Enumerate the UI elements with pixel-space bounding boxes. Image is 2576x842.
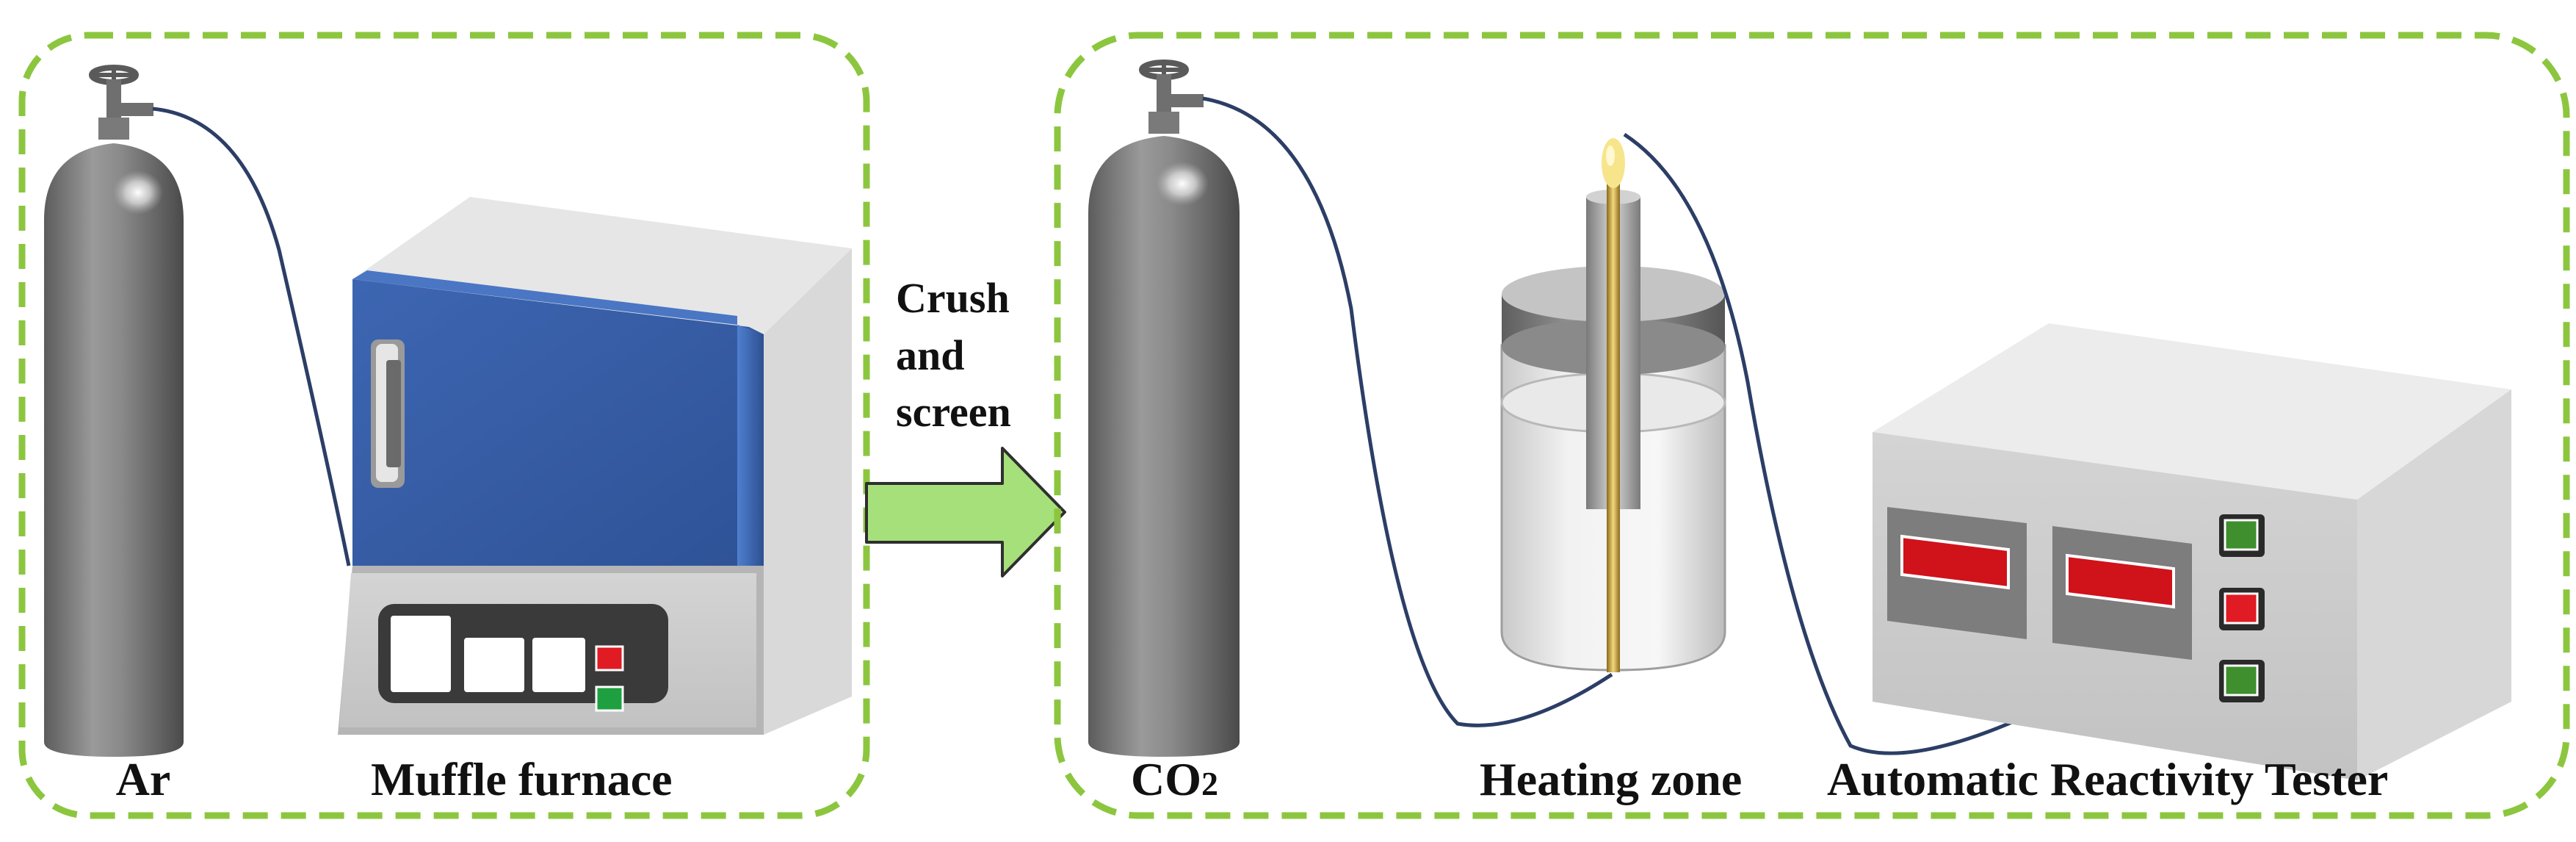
co2-gas-cylinder bbox=[1088, 60, 1240, 757]
process-arrow bbox=[865, 447, 1066, 577]
muffle-furnace bbox=[338, 197, 852, 735]
co2-label-subscript: 2 bbox=[1201, 765, 1218, 802]
tester-button-green-bottom bbox=[2219, 660, 2265, 702]
ar-label: Ar bbox=[116, 753, 171, 805]
right-panel-border bbox=[1054, 32, 2570, 819]
signal-cable bbox=[1623, 132, 2043, 755]
tester-display-1 bbox=[1887, 507, 2027, 639]
tester-button-green-top bbox=[2219, 514, 2265, 557]
tester-label: Automatic Reactivity Tester bbox=[1827, 753, 2388, 805]
muffle-furnace-label: Muffle furnace bbox=[371, 753, 673, 805]
co2-label-main: CO bbox=[1131, 753, 1201, 805]
heating-zone-label: Heating zone bbox=[1480, 753, 1742, 805]
automatic-reactivity-tester bbox=[1873, 323, 2511, 780]
furnace-control-panel bbox=[378, 604, 668, 712]
left-panel-border bbox=[18, 32, 870, 819]
furnace-door-handle bbox=[371, 339, 405, 488]
co2-gas-tube bbox=[1202, 96, 1613, 727]
arrow-caption-line-1: Crush bbox=[896, 274, 1010, 322]
ar-gas-tube bbox=[152, 107, 351, 566]
heating-zone-reactor bbox=[1500, 138, 1726, 672]
co2-label: CO2 bbox=[1131, 753, 1218, 805]
arrow-caption-line-2: and bbox=[896, 331, 965, 379]
ar-gas-cylinder bbox=[44, 65, 184, 757]
arrow-caption-line-3: screen bbox=[896, 388, 1011, 436]
tester-button-red bbox=[2219, 588, 2265, 630]
tester-display-2 bbox=[2052, 526, 2192, 660]
